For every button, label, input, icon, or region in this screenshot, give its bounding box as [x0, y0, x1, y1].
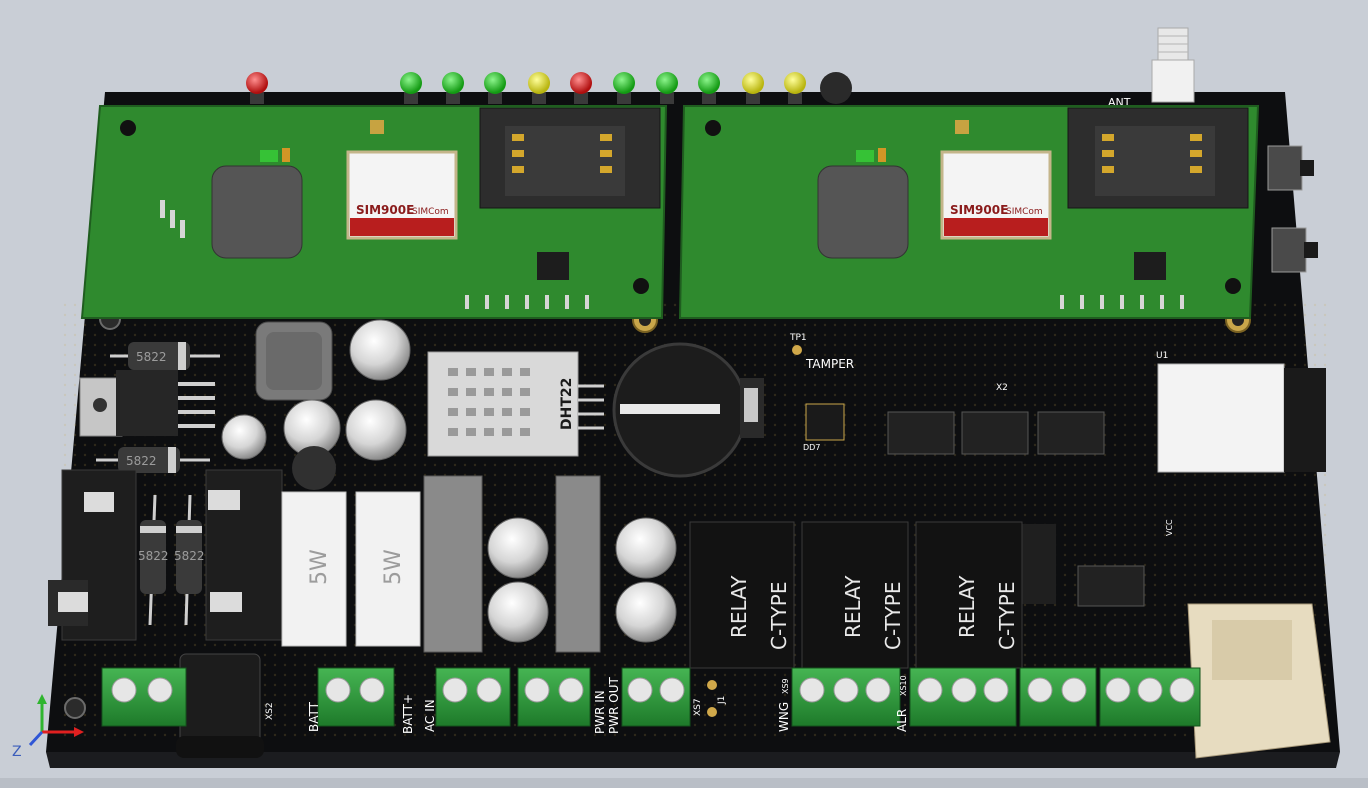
- batt-label: BATT: [307, 701, 321, 732]
- diode-vd20-code: 5822: [174, 549, 205, 563]
- terminal-xs3: [317, 667, 395, 727]
- tp1-label: TP1: [789, 333, 807, 343]
- terminal-xs4: [435, 667, 511, 727]
- module-1-chip-model: SIM900E: [356, 203, 414, 217]
- power-resistor-r18: 5W: [281, 491, 347, 647]
- varistor-1: [423, 475, 483, 653]
- tactile-button-2[interactable]: [1271, 227, 1318, 273]
- xs10-label: XS10: [899, 675, 908, 696]
- diode-vd11: 5822: [110, 342, 220, 370]
- diode-vd22: 5822: [96, 447, 210, 473]
- diode-vd11-code: 5822: [136, 350, 167, 364]
- pwr-out-label: PWR OUT: [607, 677, 621, 734]
- voltage-regulator: [79, 370, 215, 437]
- dht22-sensor: DHT22: [427, 351, 604, 457]
- diode-vd19-code: 5822: [138, 549, 169, 563]
- screw-terminals: [101, 667, 1201, 727]
- led-green-6: [698, 72, 720, 104]
- fuse-holder-f1: [48, 469, 137, 641]
- tactile-button-1[interactable]: [1267, 145, 1314, 191]
- diode-vd22-code: 5822: [126, 454, 157, 468]
- power-inductor: [255, 321, 333, 401]
- led-green-4: [613, 72, 635, 104]
- alr-label: ALR: [895, 709, 909, 732]
- j1-label: J1: [717, 696, 727, 705]
- dc-power-jack: [176, 653, 264, 758]
- terminal-xs10: [909, 667, 1017, 727]
- dd7-label: DD7: [803, 443, 820, 452]
- xs7-label: XS7: [693, 698, 703, 716]
- gsm-module-2: SIM900E SIMCom: [678, 105, 1260, 319]
- tamper-label: TAMPER: [805, 357, 854, 371]
- coin-cell-holder: [612, 342, 764, 478]
- u1-label: U1: [1156, 351, 1168, 361]
- terminal-xs1: [101, 667, 187, 727]
- wireless-module-u1: [1157, 363, 1326, 473]
- relay-2-line2: C-TYPE: [881, 582, 905, 650]
- relay-2: RELAY C-TYPE: [801, 521, 909, 669]
- resistor-r18-rating: 5W: [307, 549, 332, 585]
- relay-1-line2: C-TYPE: [767, 582, 791, 650]
- terminal-pwr-out: [621, 667, 691, 727]
- module-2-chip-brand: SIMCom: [1006, 207, 1043, 217]
- xs9-label: XS9: [781, 678, 790, 694]
- x2-label: X2: [996, 383, 1008, 393]
- wng-label: WNG: [777, 702, 791, 732]
- led-yellow-3: [784, 72, 806, 104]
- sma-antenna-connector: [1151, 27, 1195, 103]
- led-green-5: [656, 72, 678, 104]
- relay-1-line1: RELAY: [727, 575, 751, 638]
- led-red-1: [246, 72, 268, 104]
- led-row: [246, 72, 852, 104]
- relay-3: RELAY C-TYPE: [915, 521, 1023, 669]
- varistor-2: [555, 475, 601, 653]
- led-green-3: [484, 72, 506, 104]
- led-red-2: [570, 72, 592, 104]
- terminal-xs11: [1019, 667, 1097, 727]
- module-1-chip-brand: SIMCom: [412, 207, 449, 217]
- optocouplers: [887, 411, 1145, 607]
- dht22-label: DHT22: [559, 378, 575, 430]
- relay-2-line1: RELAY: [841, 575, 865, 638]
- module-2-chip-model: SIM900E: [950, 203, 1008, 217]
- gsm-module-1: SIM900E SIMCom: [80, 105, 668, 319]
- axis-triad: Z: [12, 694, 84, 760]
- buzzer: [820, 72, 852, 104]
- terminal-xs9: [791, 667, 901, 727]
- ac-in-label: AC IN: [423, 699, 437, 732]
- led-green-1: [400, 72, 422, 104]
- relay-3-line1: RELAY: [955, 575, 979, 638]
- fuse-holder-f2: [205, 469, 283, 641]
- terminal-xs12: [1099, 667, 1201, 727]
- vcc-label: VCC: [1165, 519, 1174, 536]
- terminal-xs6: [517, 667, 591, 727]
- resistor-r19-rating: 5W: [381, 549, 406, 585]
- led-yellow-2: [742, 72, 764, 104]
- rj45-jack: [1187, 603, 1331, 759]
- power-resistor-r19: 5W: [355, 491, 421, 647]
- relay-1: RELAY C-TYPE: [689, 521, 795, 669]
- capacitors: [221, 319, 677, 643]
- pwr-in-label: PWR IN: [593, 690, 607, 734]
- relay-3-line2: C-TYPE: [995, 582, 1019, 650]
- xs2-label: XS2: [265, 702, 275, 720]
- led-yellow-1: [528, 72, 550, 104]
- diode-vd20: 5822: [174, 494, 205, 626]
- batt-plus-label: BATT+: [401, 694, 415, 734]
- diode-vd19: 5822: [138, 494, 169, 626]
- led-green-2: [442, 72, 464, 104]
- axis-z-label: Z: [12, 744, 22, 760]
